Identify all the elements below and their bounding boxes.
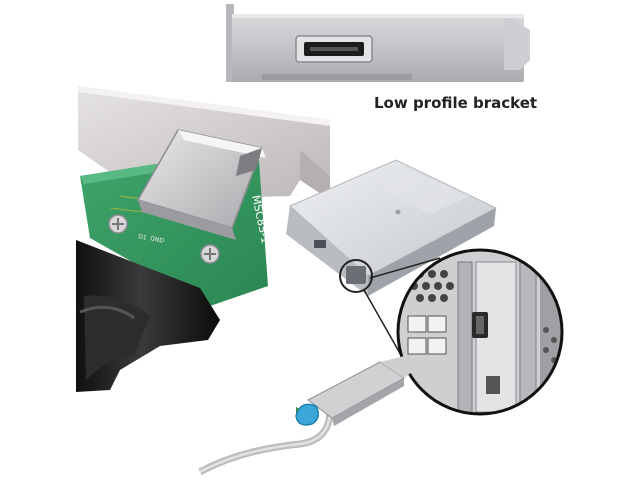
zoom-detail-circle xyxy=(396,248,564,416)
pcb-marking: D1 xyxy=(138,233,148,242)
screw-icon xyxy=(108,214,128,234)
bracket-caption: Low profile bracket xyxy=(374,94,537,112)
screw-icon xyxy=(200,244,220,264)
low-profile-bracket xyxy=(226,4,530,82)
pcb-marking: GND xyxy=(150,235,165,245)
callout-line xyxy=(369,257,441,279)
server-chassis xyxy=(286,159,498,425)
external-cable xyxy=(198,356,412,476)
adapter-card-assembly: MSC8S-1 D1 GND xyxy=(76,86,330,392)
